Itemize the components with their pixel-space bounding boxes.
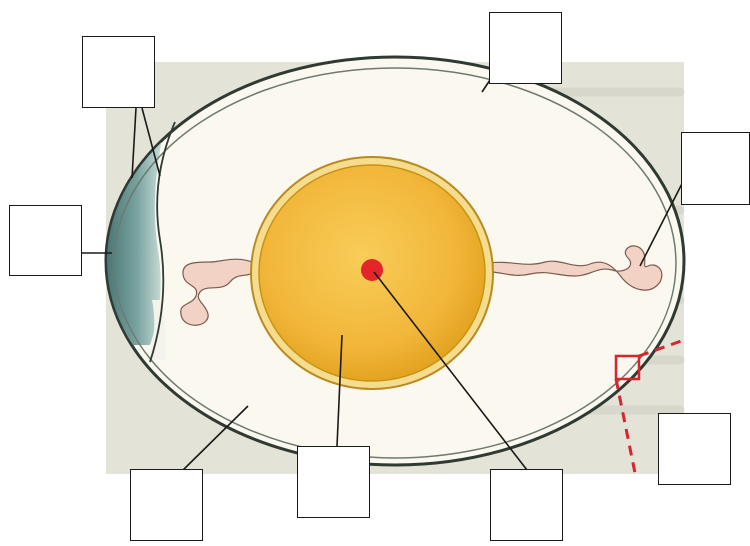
label-box-shell-membranes[interactable]: [82, 36, 155, 108]
label-box-chalaza[interactable]: [681, 132, 750, 205]
label-box-albumen[interactable]: [130, 469, 203, 541]
label-box-air-cell[interactable]: [9, 205, 82, 276]
label-box-shell[interactable]: [489, 12, 562, 84]
label-box-germinal-disc[interactable]: [490, 469, 563, 541]
label-box-shell-detail[interactable]: [658, 413, 731, 485]
germinal-disc: [361, 259, 383, 281]
label-box-yolk[interactable]: [297, 446, 370, 518]
